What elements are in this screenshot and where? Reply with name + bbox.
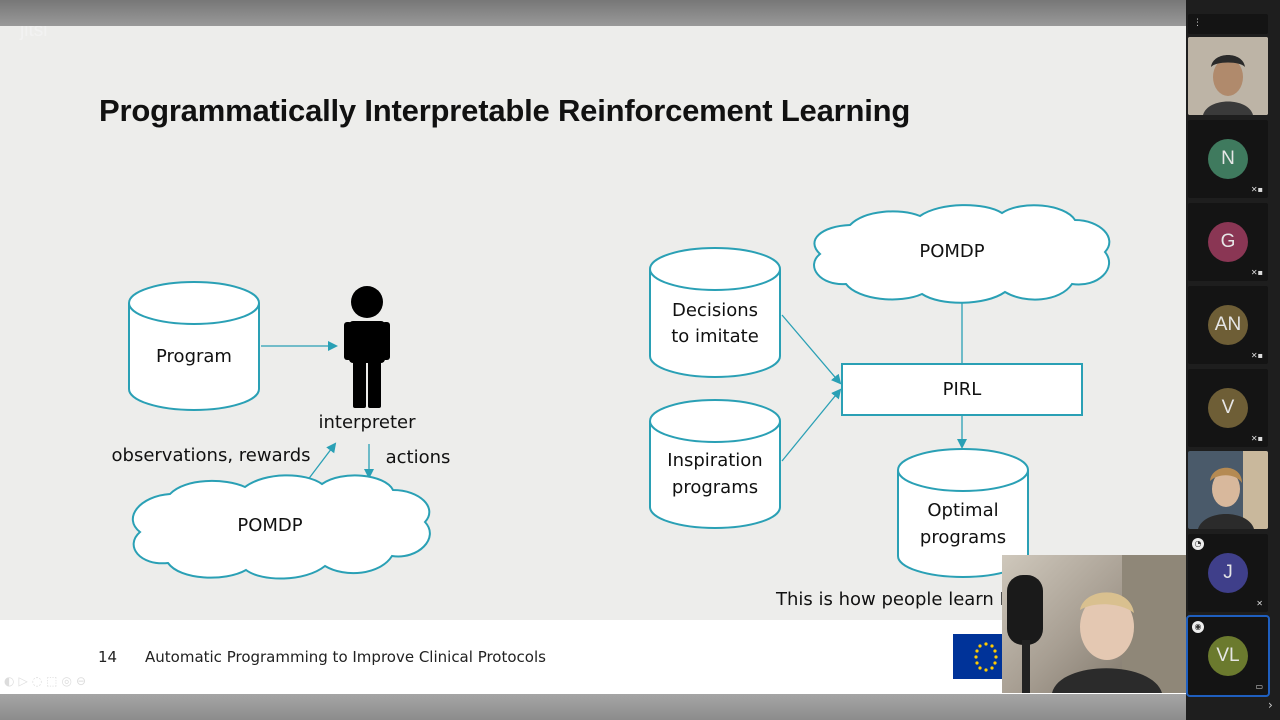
slide-title: Programmatically Interpretable Reinforce…: [99, 93, 911, 128]
participant-tile-g[interactable]: G ✕▪: [1188, 203, 1268, 281]
eu-flag-icon: [953, 634, 1008, 679]
left-pomdp-label: POMDP: [237, 515, 303, 536]
inspiration-cylinder: [649, 399, 781, 529]
interpreter-label: interpreter: [318, 412, 416, 433]
avatar: V: [1208, 388, 1248, 428]
tile-menu-icon[interactable]: ⋮: [1193, 18, 1202, 28]
pirl-box: [841, 363, 1083, 416]
decisions-label-line1: Decisions: [671, 300, 758, 321]
inspiration-to-pirl-arrow: [781, 388, 842, 462]
mic-muted-icon: ✕▪: [1250, 434, 1263, 443]
left-pomdp-cloud: [131, 474, 431, 580]
window-top-bar: [0, 0, 1280, 26]
decisions-label-line2: to imitate: [671, 326, 759, 347]
diagram-canvas: [128, 204, 1111, 580]
jitsi-logo: jitsi: [20, 26, 48, 41]
mic-muted-icon: ✕: [1256, 599, 1263, 608]
speaker-badge-icon: ◉: [1192, 621, 1204, 633]
avatar: J: [1208, 553, 1248, 593]
inspiration-label-line1: Inspiration: [667, 450, 763, 471]
optimal-label-line1: Optimal: [927, 500, 999, 521]
observations-label: observations, rewards: [111, 445, 311, 466]
signal-icon: ◔: [1192, 538, 1204, 550]
right-pomdp-label: POMDP: [919, 241, 985, 262]
mic-muted-icon: ✕▪: [1250, 185, 1263, 194]
avatar: VL: [1208, 636, 1248, 676]
avatar: G: [1208, 222, 1248, 262]
right-pomdp-cloud: [813, 204, 1111, 304]
chevron-right-icon[interactable]: ›: [1268, 698, 1273, 712]
pirl-label: PIRL: [942, 379, 982, 400]
actions-label: actions: [385, 447, 451, 468]
avatar: N: [1208, 139, 1248, 179]
footer-title: Automatic Programming to Improve Clinica…: [145, 648, 546, 666]
decisions-cylinder: [649, 247, 781, 378]
person-icon: [344, 286, 390, 408]
participant-tile-v[interactable]: V ✕▪: [1188, 369, 1268, 447]
participant-tile-an[interactable]: AN ✕▪: [1188, 286, 1268, 364]
slide-number: 14: [98, 648, 118, 666]
screen-share-icon: ▭: [1255, 682, 1263, 691]
mic-muted-icon: ✕▪: [1250, 268, 1263, 277]
window-bottom-bar: [0, 694, 1280, 720]
participant-tile-vl[interactable]: ◉ VL ▭: [1186, 615, 1270, 697]
program-cylinder: [128, 281, 260, 411]
speaker-video[interactable]: [1002, 555, 1187, 693]
observations-arrow: [306, 442, 337, 482]
participant-tile-n[interactable]: N ✕▪: [1188, 120, 1268, 198]
inspiration-label-line2: programs: [671, 477, 759, 498]
participant-tile-j[interactable]: ◔ J ✕: [1188, 534, 1268, 612]
slide-caption: This is how people learn I: [776, 589, 1005, 610]
avatar: AN: [1208, 305, 1248, 345]
participant-tile-0[interactable]: ⋮: [1188, 14, 1268, 34]
program-label: Program: [156, 346, 232, 367]
optimal-label-line2: programs: [919, 527, 1007, 548]
presentation-slide: jitsi Programmatically Interpretable Rei…: [0, 26, 1186, 620]
presentation-toolbar[interactable]: ◐▷◌⬚◎⊖: [4, 674, 91, 688]
mic-muted-icon: ✕▪: [1250, 351, 1263, 360]
decisions-to-pirl-arrow: [781, 314, 842, 385]
participant-tile-1[interactable]: [1188, 37, 1268, 115]
participant-tile-video[interactable]: [1188, 451, 1268, 529]
